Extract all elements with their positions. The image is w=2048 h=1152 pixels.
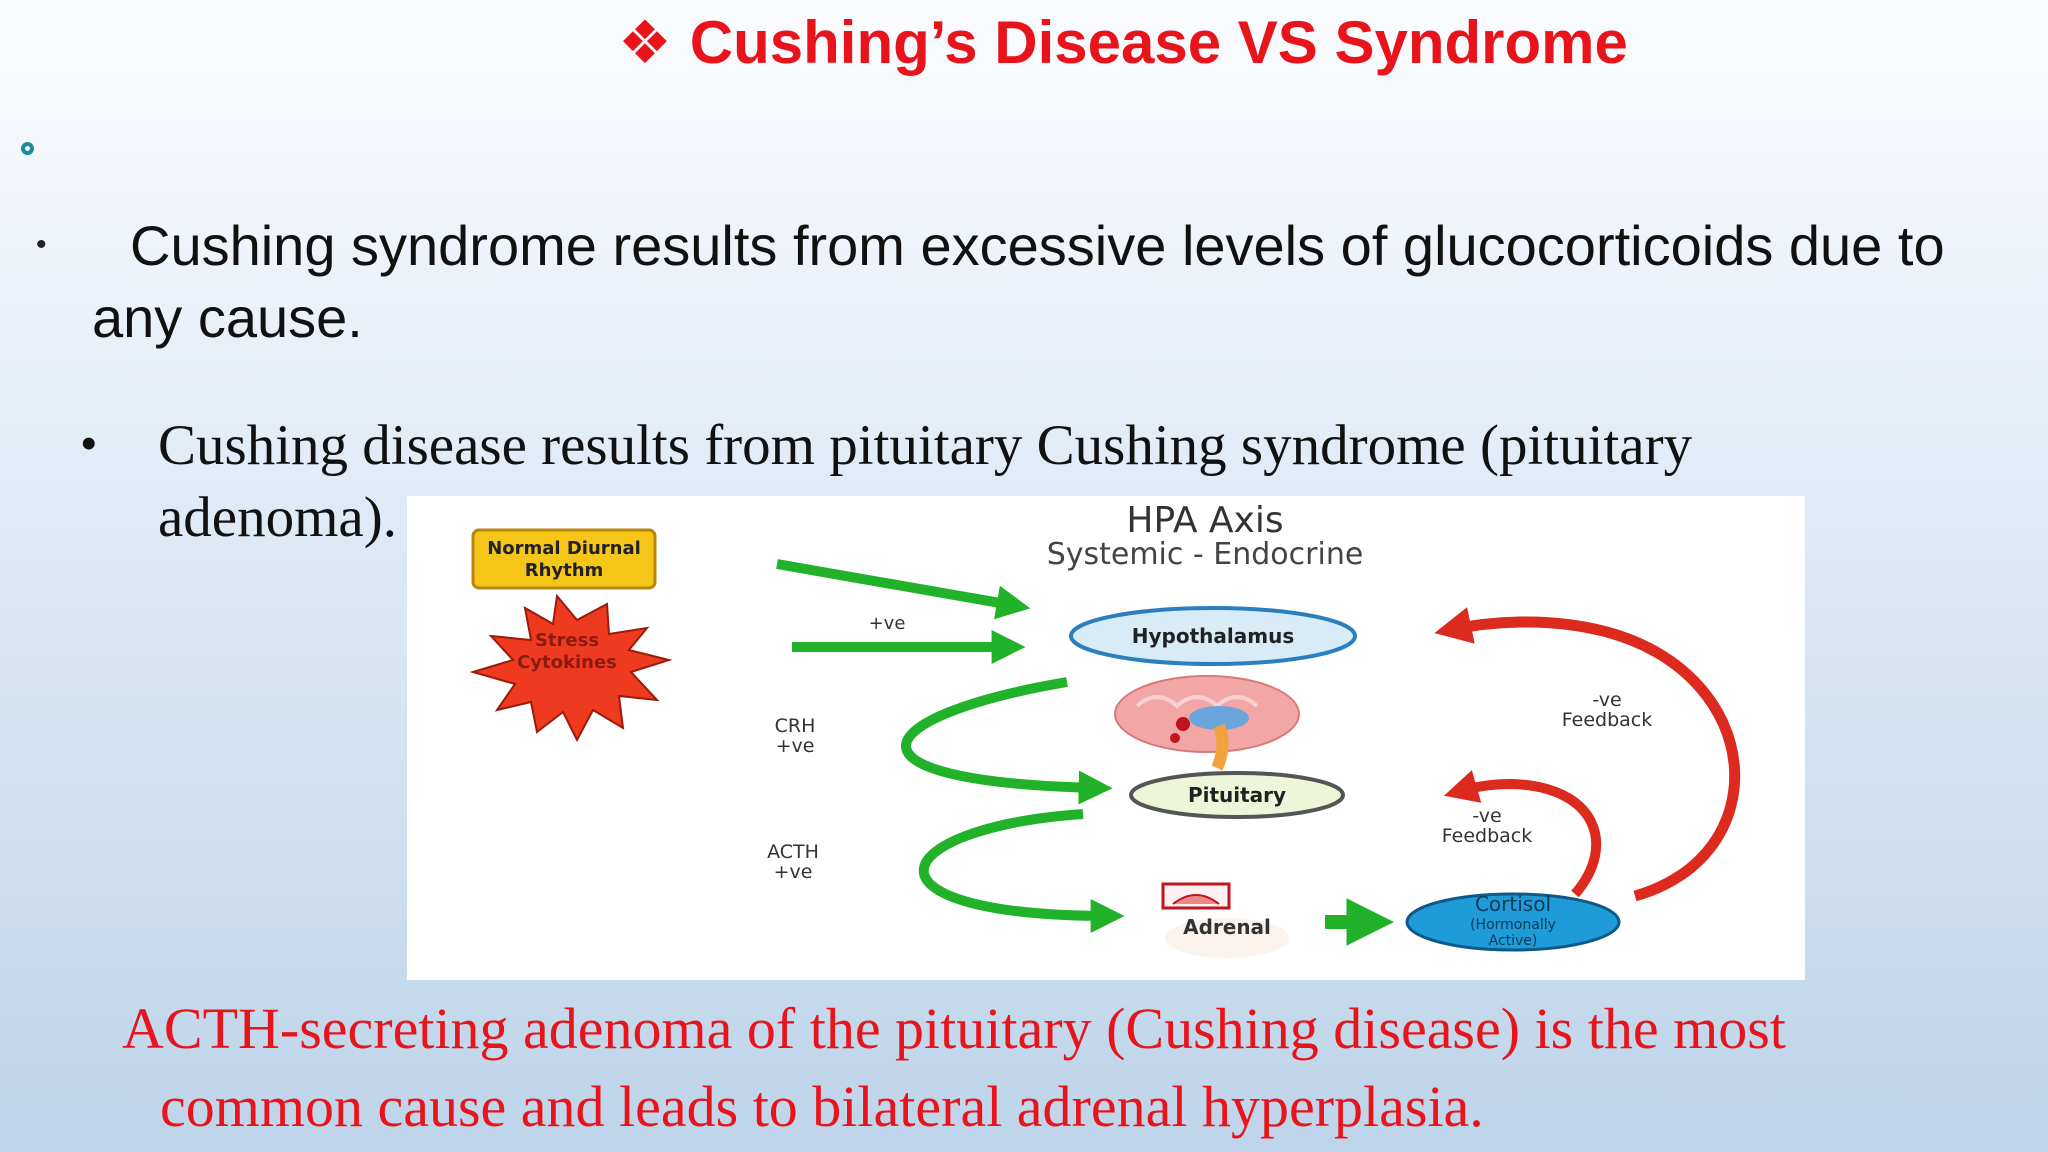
crh-line-2: +ve [776, 735, 815, 757]
hypothalamus-label: Hypothalamus [1132, 624, 1294, 648]
slide-title: ❖ Cushing’s Disease VS Syndrome [618, 8, 1718, 78]
diagram-title: HPA Axis [1126, 500, 1283, 541]
bullet-1-marker: • [36, 228, 47, 261]
bullet-2-line-2: adenoma). [158, 486, 397, 549]
feedback-outer-line-2: Feedback [1562, 709, 1652, 731]
conclusion-line-2: common cause and leads to bilateral adre… [160, 1074, 1484, 1139]
feedback-inner-line-2: Feedback [1442, 825, 1532, 847]
acth-line-1: ACTH [767, 841, 819, 863]
pituitary-node: Pituitary [1129, 771, 1345, 819]
cortisol-sub-2: Active) [1489, 933, 1538, 949]
bullet-2-text: Cushing disease results from pituitary C… [158, 410, 1958, 554]
arrow-acth [918, 809, 1125, 933]
ring-bullet-icon [21, 142, 34, 155]
cortisol-label: Cortisol [1475, 892, 1551, 916]
normal-diurnal-rhythm-box: Normal Diurnal Rhythm [471, 528, 657, 590]
arrow-feedback-outer [1434, 607, 1741, 902]
diagram-subtitle: Systemic - Endocrine [1047, 537, 1364, 572]
feedback-inner-line-1: -ve [1472, 805, 1501, 827]
arrow-feedback-inner [1443, 770, 1602, 898]
conclusion-text: ACTH-secreting adenoma of the pituitary … [122, 990, 2002, 1146]
slide-title-text: Cushing’s Disease VS Syndrome [689, 9, 1628, 76]
arrow-diurnal-to-hypothalamus [776, 559, 1031, 620]
bullet-1-text: Cushing syndrome results from excessive … [92, 214, 1945, 349]
adrenal-label: Adrenal [1183, 915, 1271, 939]
cortisol-node: Cortisol (Hormonally Active) [1405, 892, 1621, 952]
feedback-outer-line-1: -ve [1592, 689, 1621, 711]
crh-line-1: CRH [775, 715, 816, 737]
pituitary-label: Pituitary [1188, 783, 1286, 807]
cortisol-sub-1: (Hormonally [1470, 917, 1556, 933]
bullet-2-line-1: Cushing disease results from pituitary C… [158, 414, 1693, 477]
normal-line-2: Rhythm [525, 560, 604, 581]
arrow-crh [901, 677, 1113, 805]
hypothalamus-node: Hypothalamus [1069, 606, 1357, 666]
plus-ve-label: +ve [869, 613, 906, 634]
normal-line-1: Normal Diurnal [487, 538, 641, 559]
bullet-2-marker: • [80, 415, 98, 471]
diamond-bullet-icon: ❖ [618, 8, 672, 78]
stress-cytokines-burst: Stress Cytokines [469, 593, 673, 743]
stress-line-2: Cytokines [517, 652, 617, 673]
acth-line-2: +ve [774, 861, 813, 883]
stress-line-1: Stress [535, 630, 599, 651]
adrenal-node: Adrenal [1161, 882, 1289, 958]
brain-icon [1114, 675, 1300, 771]
conclusion-line-1: ACTH-secreting adenoma of the pituitary … [122, 996, 1786, 1061]
hpa-axis-diagram: HPA Axis Systemic - Endocrine Normal Diu… [407, 496, 1805, 980]
